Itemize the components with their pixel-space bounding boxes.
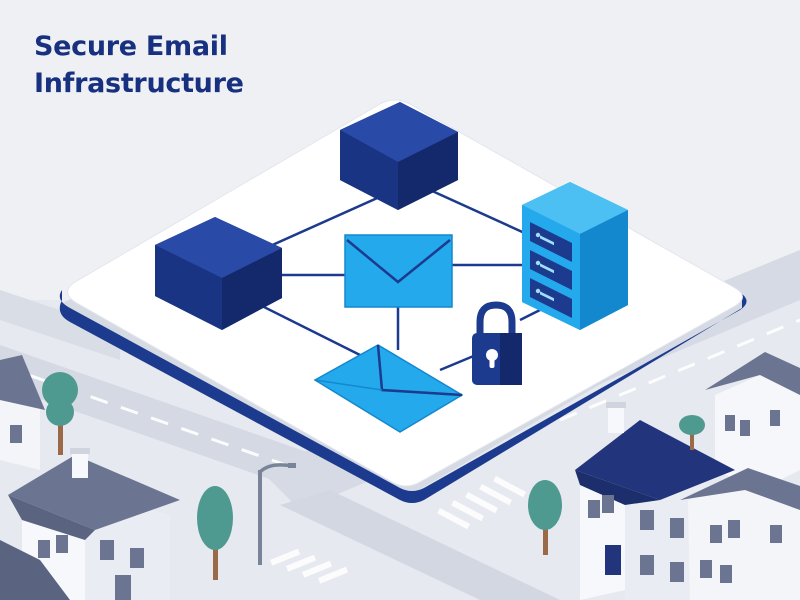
page-title: Secure Email Infrastructure [34, 28, 244, 102]
house-left-back [0, 355, 45, 470]
envelope-icon [313, 344, 464, 433]
house-right-front [575, 402, 735, 600]
tree-right-1 [528, 480, 562, 555]
network-links [249, 188, 541, 372]
server-rack-icon [522, 182, 628, 330]
title-line-1: Secure Email [34, 31, 228, 62]
tree-right-2 [679, 415, 705, 450]
house-left-bottom [0, 540, 70, 600]
padlock-icon [472, 301, 522, 385]
server-node-icon [340, 102, 458, 210]
house-left-front [8, 448, 180, 600]
envelope-icon [344, 234, 453, 308]
house-right-near [680, 468, 800, 600]
server-node-icon [155, 217, 282, 330]
tree-left-1 [42, 372, 78, 455]
street-lamp [258, 463, 296, 565]
tree-left-2 [197, 486, 233, 580]
house-right-far [705, 352, 800, 490]
title-line-2: Infrastructure [34, 68, 244, 99]
